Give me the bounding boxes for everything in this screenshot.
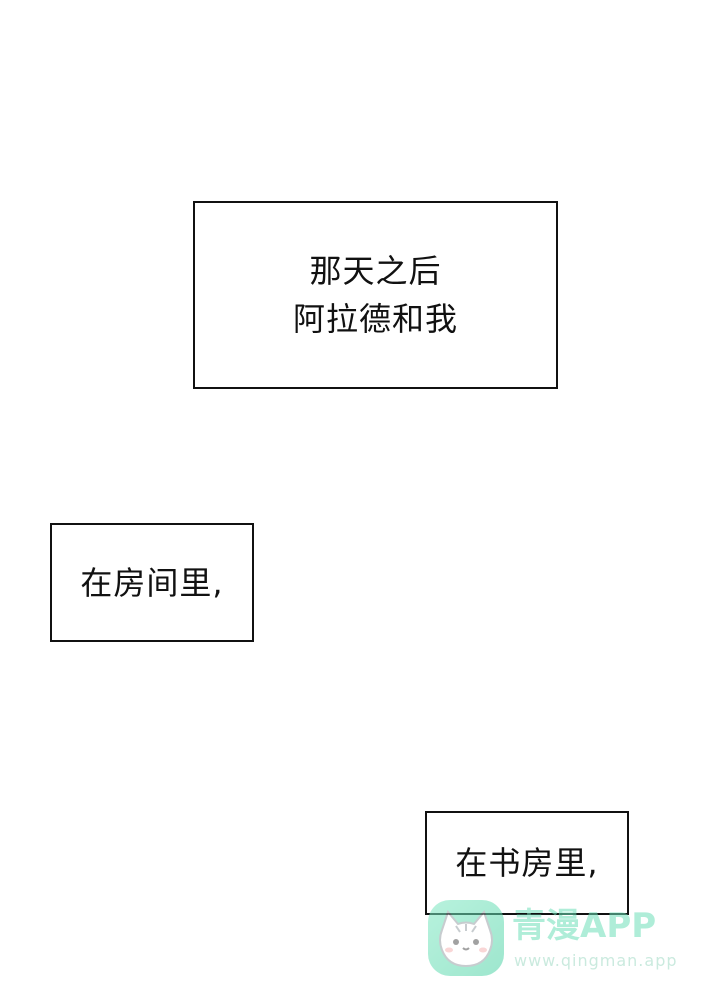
watermark-logo: [428, 900, 504, 976]
caption-box-3: 在书房里,: [425, 811, 629, 915]
caption-box-2: 在房间里,: [50, 523, 254, 642]
caption-line: 阿拉德和我: [292, 300, 458, 338]
caption-line: 在房间里,: [80, 563, 224, 602]
watermark-title: 青漫APP: [512, 906, 657, 946]
cat-face-icon: [439, 909, 493, 968]
watermark: 青漫APP www.qingman.app: [428, 900, 718, 980]
caption-line: 那天之后: [309, 252, 442, 290]
caption-line: 在书房里,: [455, 844, 599, 882]
watermark-url: www.qingman.app: [514, 951, 678, 970]
caption-box-1: 那天之后 阿拉德和我: [193, 201, 558, 389]
